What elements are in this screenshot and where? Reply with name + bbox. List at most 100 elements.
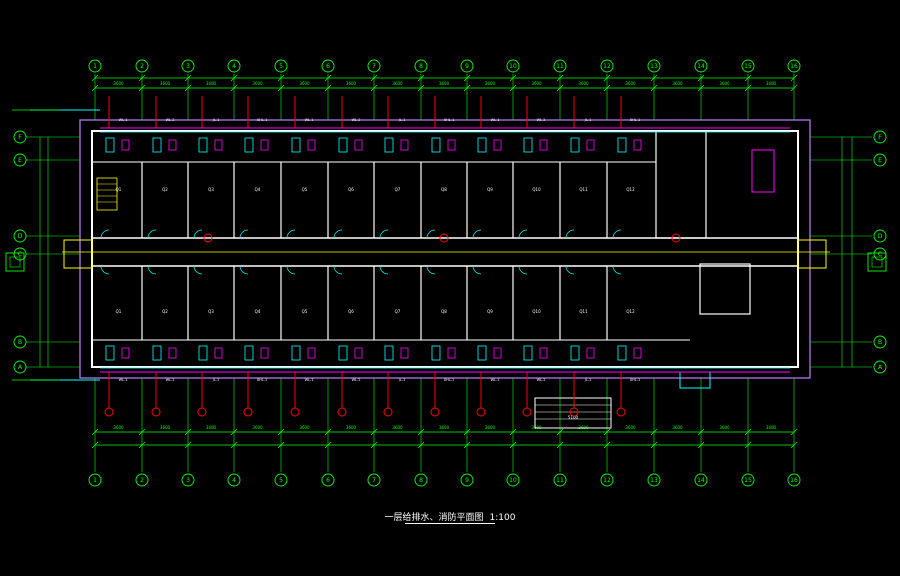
basin-fixture: [539, 347, 548, 359]
basin-fixture: [214, 347, 223, 359]
axis-label-bottom: 5: [279, 477, 283, 484]
axis-bubble: [460, 59, 474, 73]
partition-walls: [92, 161, 690, 341]
door-swing: [379, 229, 389, 239]
axis-bubble: [367, 473, 381, 487]
door-swing: [239, 229, 249, 239]
basin-fixture: [447, 139, 456, 151]
basin-fixture: [400, 139, 409, 151]
basin-fixture: [493, 139, 502, 151]
axis-bubble: [741, 473, 755, 487]
door-swing: [193, 229, 203, 239]
axis-label-top: 14: [697, 63, 705, 70]
axis-bubble: [227, 59, 241, 73]
axis-label-bottom: 16: [790, 477, 798, 484]
pipe-tag: JL-1: [398, 378, 405, 382]
door-swing: [100, 229, 110, 239]
dimension-text: 3600: [392, 81, 403, 86]
basin-fixture: [447, 347, 456, 359]
door-swing: [147, 229, 157, 239]
axis-bubble: [13, 335, 27, 349]
axis-bubble: [553, 473, 567, 487]
axis-label-right: D: [878, 233, 883, 240]
title-underline: [405, 523, 495, 524]
axis-bubble: [414, 473, 428, 487]
toilet-fixture: [244, 345, 254, 361]
axis-label-top: 7: [372, 63, 376, 70]
dimension-text: 3600: [766, 425, 777, 430]
toilet-fixture: [570, 137, 580, 153]
riser-bubble: [522, 407, 532, 417]
door-swing: [147, 265, 157, 275]
fire-hydrant: [439, 233, 449, 243]
basin-fixture: [121, 139, 130, 151]
dimension-text: 3600: [578, 81, 589, 86]
riser-bubble: [476, 407, 486, 417]
axis-label-top: 8: [419, 63, 423, 70]
toilet-fixture: [617, 137, 627, 153]
door-swing: [565, 265, 575, 275]
door-swing: [100, 265, 110, 275]
room-label-lower: Q4: [255, 309, 261, 314]
riser-bubble: [197, 407, 207, 417]
basin-fixture: [539, 139, 548, 151]
basin-fixture: [400, 347, 409, 359]
stair-entrance: [534, 397, 612, 429]
toilet-fixture: [431, 137, 441, 153]
riser-bubble: [430, 407, 440, 417]
pipe-tag: JL-1: [212, 378, 219, 382]
room-label-upper: Q12: [626, 187, 635, 192]
axis-bubble: [321, 473, 335, 487]
entrance-right: [797, 239, 827, 269]
room-label-upper: Q9: [487, 187, 493, 192]
plumbing-fixtures: [100, 137, 681, 361]
dimension-text: 3600: [206, 425, 217, 430]
pink-fixtures: [751, 149, 775, 193]
room-label-lower: Q11: [579, 309, 588, 314]
axis-label-left: C: [18, 251, 22, 258]
axis-label-bottom: 4: [232, 477, 236, 484]
dimension-text: 3600: [252, 81, 263, 86]
axis-label-bottom: 12: [603, 477, 611, 484]
dimension-text: 3600: [346, 425, 357, 430]
pipe-tag: WL-2: [352, 118, 361, 122]
toilet-fixture: [152, 345, 162, 361]
axis-label-bottom: 14: [697, 477, 705, 484]
room-label-upper: Q10: [532, 187, 541, 192]
door-swing: [426, 229, 436, 239]
room-label-upper: Q6: [348, 187, 354, 192]
dimension-text: 3600: [672, 425, 683, 430]
toilet-fixture: [152, 137, 162, 153]
riser-bubble: [569, 407, 579, 417]
toilet-fixture: [291, 345, 301, 361]
toilet-fixture: [523, 345, 533, 361]
dimension-text: 3600: [113, 81, 124, 86]
pipe-tag: XHL-1: [630, 118, 640, 122]
dimension-text: 3600: [299, 81, 310, 86]
basin-fixture: [354, 139, 363, 151]
axis-label-top: 15: [744, 63, 752, 70]
axis-label-bottom: 3: [186, 477, 190, 484]
door-swing: [193, 265, 203, 275]
basin-fixture: [493, 347, 502, 359]
pipe-tag: XHL-1: [444, 378, 454, 382]
dimension-text: 3600: [625, 81, 636, 86]
axis-label-top: 10: [509, 63, 517, 70]
axis-label-top: 4: [232, 63, 236, 70]
axis-label-bottom: 10: [509, 477, 517, 484]
axis-label-top: 9: [465, 63, 469, 70]
riser-bubble: [243, 407, 253, 417]
axis-label-top: 12: [603, 63, 611, 70]
room-label-lower: Q8: [441, 309, 447, 314]
dimension-text: 3600: [439, 81, 450, 86]
axis-bubble: [787, 59, 801, 73]
axis-bubble: [414, 59, 428, 73]
riser-bubble: [383, 407, 393, 417]
axis-bubble: [135, 473, 149, 487]
riser-bubble: [337, 407, 347, 417]
door-swing: [286, 229, 296, 239]
basin-fixture: [168, 139, 177, 151]
toilet-fixture: [617, 345, 627, 361]
pipe-tag: XHL-1: [630, 378, 640, 382]
riser-bubble: [290, 407, 300, 417]
